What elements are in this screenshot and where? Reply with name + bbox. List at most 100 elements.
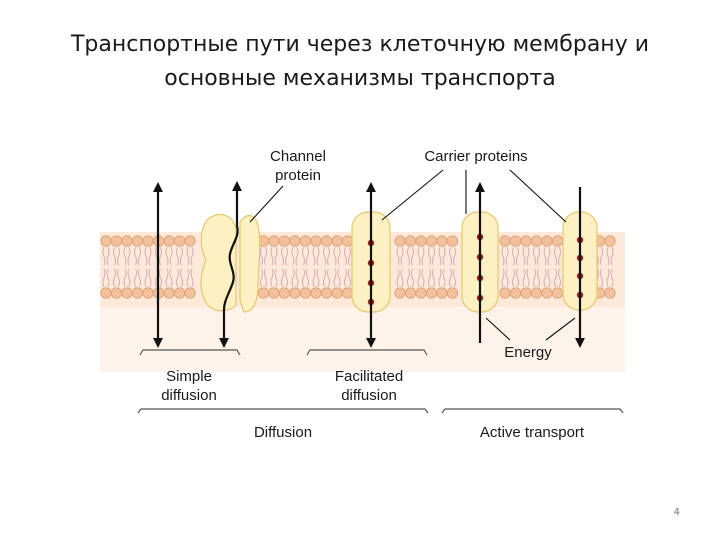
- carrier-pointer-3: [509, 169, 567, 223]
- lipid-tail: [453, 246, 456, 266]
- lipid-tail: [285, 246, 288, 266]
- lipid-tail: [449, 246, 452, 266]
- lipid-tail: [180, 268, 183, 288]
- lipid-tail: [421, 268, 425, 288]
- lipid-tail: [522, 246, 526, 266]
- lipid-head: [100, 235, 112, 247]
- lipid-head: [163, 287, 175, 299]
- lipid-tail: [432, 246, 435, 266]
- lipid-head: [142, 287, 154, 299]
- lipid-tail: [438, 268, 442, 288]
- lipid-tail: [600, 246, 603, 266]
- lipid-head: [278, 235, 291, 247]
- lipid-tail: [138, 268, 141, 288]
- lipid-tail: [337, 268, 341, 288]
- lipid-head: [299, 235, 312, 247]
- lipid-tail: [558, 246, 561, 266]
- lipid-head: [320, 287, 333, 299]
- lipid-head: [509, 235, 522, 247]
- lipid-tail: [400, 246, 404, 266]
- lipid-tail: [176, 268, 179, 288]
- energy-label: Energy: [504, 344, 552, 361]
- lipid-tail: [327, 246, 330, 266]
- lipid-head: [110, 235, 123, 247]
- lipid-tail: [176, 246, 179, 266]
- lipid-tail: [526, 268, 530, 288]
- lipid-tail: [302, 268, 305, 288]
- lipid-tail: [270, 268, 274, 288]
- slide-title-line-2: основные механизмы транспорта: [164, 66, 556, 91]
- lipid-tail: [306, 246, 309, 266]
- lipid-tail: [505, 246, 509, 266]
- lipid-head: [425, 287, 438, 299]
- lipid-tail: [144, 246, 148, 266]
- lipid-tail: [127, 246, 131, 266]
- lipid-head: [394, 287, 406, 299]
- cytoplasm-background: [100, 307, 625, 372]
- lipid-tail: [106, 246, 110, 266]
- lipid-head: [310, 287, 322, 299]
- lipid-head: [173, 235, 186, 247]
- lipid-tail: [295, 268, 299, 288]
- lipid-tail: [281, 246, 284, 266]
- lipid-head: [121, 235, 133, 247]
- lipid-head: [163, 235, 175, 247]
- lipid-tail: [396, 246, 400, 266]
- lipid-tail: [327, 268, 330, 288]
- lipid-head: [341, 235, 354, 247]
- lipid-tail: [512, 268, 515, 288]
- lipid-tail: [274, 246, 278, 266]
- energy-pointer-2: [545, 317, 576, 341]
- lipid-tail: [270, 246, 274, 266]
- lipid-tail: [537, 268, 540, 288]
- lipid-tail: [274, 268, 278, 288]
- lipid-head: [425, 235, 438, 247]
- lipid-head: [541, 235, 553, 247]
- lipid-head: [530, 235, 543, 247]
- lipid-tail: [606, 268, 610, 288]
- lipid-head: [257, 287, 270, 299]
- lipid-head: [415, 235, 427, 247]
- lipid-tail: [432, 268, 435, 288]
- lipid-tail: [144, 268, 148, 288]
- lipid-tail: [264, 268, 267, 288]
- lipid-tail: [302, 246, 305, 266]
- lipid-head: [446, 287, 459, 299]
- lipid-head: [604, 235, 616, 247]
- channel-diffusion-arrow: [219, 181, 242, 348]
- lipid-head: [268, 235, 280, 247]
- facilitated-diffusion-label-line-1: Facilitated: [335, 368, 403, 385]
- lipid-head: [289, 287, 301, 299]
- lipid-head: [184, 287, 196, 299]
- slide-title-line-1: Транспортные пути через клеточную мембра…: [70, 32, 649, 57]
- lipid-tail: [428, 268, 431, 288]
- lipid-bilayer: [100, 235, 616, 299]
- lipid-tail: [169, 268, 173, 288]
- lipid-head: [299, 287, 312, 299]
- channel-protein-label-line-2: protein: [275, 167, 321, 184]
- lipid-head: [509, 287, 522, 299]
- lipid-tail: [533, 246, 536, 266]
- lipid-head: [415, 287, 427, 299]
- lipid-tail: [610, 246, 614, 266]
- energy-pointer-1: [485, 317, 511, 341]
- lipid-tail: [411, 268, 414, 288]
- active-transport-bracket: [441, 408, 624, 414]
- lipid-tail: [186, 246, 190, 266]
- lipid-head: [289, 235, 301, 247]
- lipid-head: [604, 287, 616, 299]
- lipid-tail: [337, 246, 341, 266]
- lipid-tail: [610, 268, 614, 288]
- lipid-tail: [323, 246, 326, 266]
- lipid-head: [446, 235, 459, 247]
- lipid-head: [436, 235, 448, 247]
- lipid-tail: [547, 268, 551, 288]
- lipid-tail: [333, 268, 337, 288]
- lipid-tail: [291, 246, 295, 266]
- carrier-pointer-1: [381, 169, 444, 221]
- lipid-tail: [600, 268, 603, 288]
- simple-diffusion-bracket: [139, 349, 241, 356]
- lipid-tail: [333, 246, 337, 266]
- lipid-tail: [123, 246, 127, 266]
